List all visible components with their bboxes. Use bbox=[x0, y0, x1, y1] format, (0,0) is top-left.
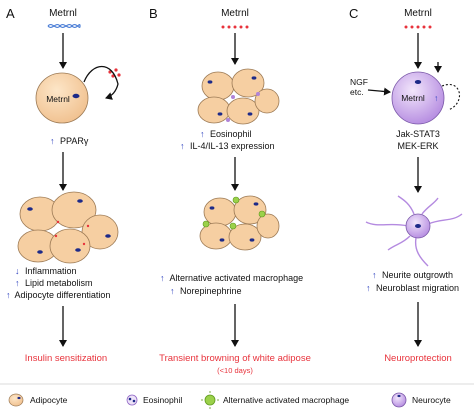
panel-c-outcome-1: ↑ Neurite outgrowth bbox=[372, 270, 453, 280]
svg-text:Alternative activated macropha: Alternative activated macrophage bbox=[223, 395, 349, 405]
panel-b-gene-label: Metrnl bbox=[221, 8, 249, 19]
neuron-icon bbox=[365, 195, 463, 267]
arrow-inducer bbox=[367, 87, 391, 96]
panel-a-letter: A bbox=[6, 6, 15, 21]
secreted-metrnl-dots bbox=[108, 68, 121, 78]
panel-a-effect: ↑ PPARγ bbox=[50, 136, 89, 146]
up-arrow-icon: ↑ bbox=[15, 278, 20, 288]
panel-a-gene-label: Metrnl bbox=[49, 8, 77, 19]
up-arrow-icon: ↑ bbox=[200, 129, 205, 139]
panel-b-outcome-1: ↑ Alternative activated macrophage bbox=[160, 273, 303, 283]
legend-item-macrophage: Alternative activated macrophage bbox=[201, 391, 349, 409]
svg-text:Eosinophil: Eosinophil bbox=[143, 395, 182, 405]
panel-b-effect-1: ↑ Eosinophil bbox=[200, 129, 252, 139]
up-arrow-icon: ↑ bbox=[170, 286, 175, 296]
up-arrow-icon: ↑ bbox=[372, 270, 377, 280]
down-arrow-icon: ↓ bbox=[15, 266, 20, 276]
panel-a-result: Insulin sensitization bbox=[25, 353, 107, 364]
panel-c: C Metrnl Metrnl ↑ NGF etc. Jak-STAT3 MEK… bbox=[349, 6, 463, 364]
panel-c-outcome-2: ↑ Neuroblast migration bbox=[366, 283, 459, 293]
legend-item-neurocyte: Neurocyte bbox=[391, 392, 451, 408]
nucleus-icon bbox=[72, 93, 80, 99]
up-arrow-icon: ↑ bbox=[180, 141, 185, 151]
secreted-metrnl-dots bbox=[221, 25, 249, 29]
adipocyte-cluster-b-eosinophil bbox=[197, 68, 280, 125]
panel-b: B Metrnl ↑ Eosinophil ↑ IL-4/IL-13 expre… bbox=[149, 6, 311, 375]
legend-item-adipocyte: Adipocyte bbox=[8, 393, 68, 407]
svg-text:Adipocyte: Adipocyte bbox=[30, 395, 68, 405]
secreted-metrnl-dots bbox=[404, 25, 432, 29]
dna-icon bbox=[47, 23, 81, 29]
panel-b-outcome-2: ↑ Norepinephrine bbox=[170, 286, 242, 296]
macrophage-icon bbox=[204, 394, 216, 406]
adipocyte-icon bbox=[8, 393, 24, 407]
neurocyte-icon bbox=[391, 392, 407, 408]
up-arrow-icon: ↑ bbox=[6, 290, 11, 300]
panel-c-inducer-1: NGF bbox=[350, 77, 368, 87]
panel-a-cell-label: Metrnl bbox=[46, 94, 70, 104]
panel-a-outcome-3: ↑ Adipocyte differentiation bbox=[6, 290, 110, 300]
up-arrow-icon: ↑ bbox=[366, 283, 371, 293]
panel-b-result-note: (<10 days) bbox=[217, 366, 253, 375]
svg-text:↑ PPARγ: ↑ PPARγ bbox=[50, 136, 89, 146]
up-arrow-icon: ↑ bbox=[160, 273, 165, 283]
panel-b-effect-2: ↑ IL-4/IL-13 expression bbox=[180, 141, 275, 151]
autocrine-loop-arrow bbox=[83, 66, 119, 100]
adipocyte-cluster-b-macrophage bbox=[199, 195, 280, 251]
panel-c-letter: C bbox=[349, 6, 358, 21]
panel-a: A Metrnl Metrnl ↑ PPARγ bbox=[6, 6, 121, 364]
nucleus-icon bbox=[414, 80, 422, 84]
adipocyte-cell bbox=[35, 72, 89, 124]
panel-c-result: Neuroprotection bbox=[384, 353, 452, 364]
panel-c-pathway-1: Jak-STAT3 bbox=[396, 129, 440, 139]
panel-b-letter: B bbox=[149, 6, 158, 21]
panel-c-inducer-2: etc. bbox=[350, 87, 364, 97]
up-arrow-icon: ↑ bbox=[434, 93, 438, 103]
panel-c-cell-label: Metrnl bbox=[401, 93, 425, 103]
neurocyte-cell bbox=[391, 71, 445, 125]
panel-c-pathway-2: MEK-ERK bbox=[397, 141, 438, 151]
adipocyte-cluster-a bbox=[17, 191, 119, 264]
panel-a-outcome-2: ↑ Lipid metabolism bbox=[15, 278, 93, 288]
up-arrow-icon: ↑ bbox=[50, 136, 55, 146]
panel-a-outcome-1: ↓ Inflammation bbox=[15, 266, 77, 276]
panel-a-effect-label: PPARγ bbox=[60, 136, 89, 146]
svg-text:Neurocyte: Neurocyte bbox=[412, 395, 451, 405]
autocrine-loop-arrow bbox=[441, 83, 461, 111]
panel-c-gene-label: Metrnl bbox=[404, 8, 432, 19]
panel-b-result: Transient browning of white adipose bbox=[159, 353, 311, 364]
eosinophil-icon bbox=[126, 394, 138, 406]
legend-item-eosinophil: Eosinophil bbox=[126, 394, 182, 406]
legend: Adipocyte Eosinophil Alternative activat… bbox=[8, 391, 451, 409]
